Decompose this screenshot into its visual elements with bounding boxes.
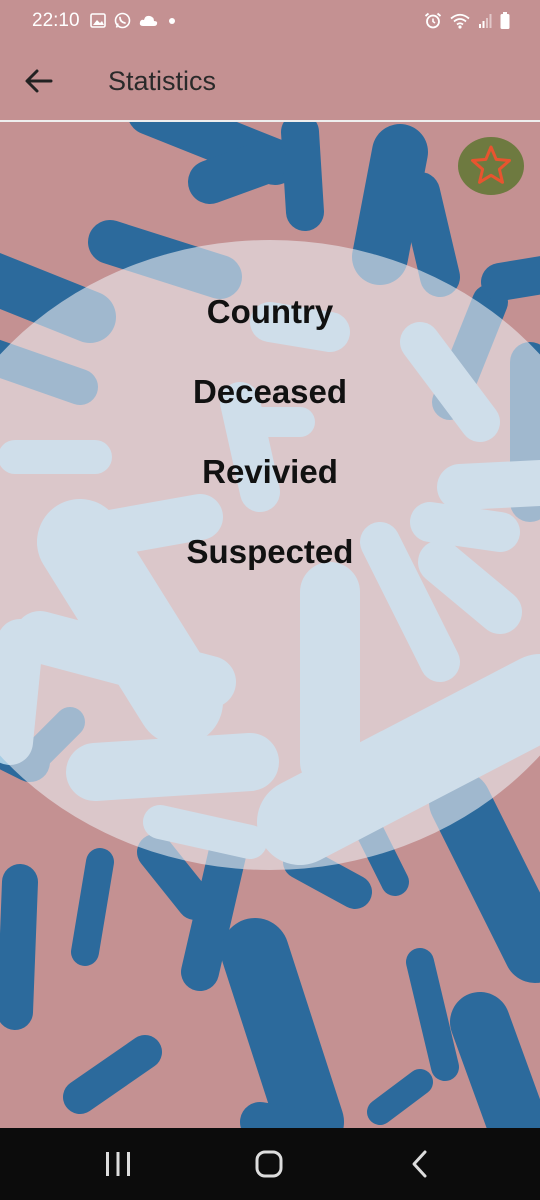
star-icon <box>471 145 511 184</box>
app-bar: Statistics <box>0 40 540 122</box>
back-chevron-icon <box>412 1150 427 1178</box>
whatsapp-icon <box>114 12 131 29</box>
favorite-circle <box>458 137 524 195</box>
revivied-label: Revivied <box>202 453 338 490</box>
dot-icon <box>169 18 175 24</box>
recents-icon <box>106 1152 130 1176</box>
battery-icon <box>500 12 510 29</box>
signal-icon <box>479 14 492 28</box>
home-icon <box>255 1150 283 1178</box>
stats-panel <box>0 240 540 870</box>
content-area: Country Deceased Revivied Suspected <box>0 122 540 1128</box>
back-button[interactable] <box>22 64 56 98</box>
status-left-icons <box>90 12 178 29</box>
status-time: 22:10 <box>32 10 80 31</box>
country-label: Country <box>206 293 334 330</box>
recents-button[interactable] <box>104 1148 132 1180</box>
system-nav-bar <box>0 1128 540 1200</box>
arrow-left-icon <box>25 69 53 93</box>
wifi-icon <box>450 13 470 29</box>
gallery-icon <box>90 13 106 28</box>
nav-back-button[interactable] <box>408 1148 432 1180</box>
status-right-icons <box>424 12 510 29</box>
favorite-button[interactable] <box>458 136 524 196</box>
alarm-icon <box>424 12 442 29</box>
deceased-label: Deceased <box>192 373 348 410</box>
home-button[interactable] <box>254 1148 284 1180</box>
suspected-label: Suspected <box>186 533 354 570</box>
status-bar: 22:10 <box>0 0 540 40</box>
page-title: Statistics <box>108 66 217 96</box>
cloud-icon <box>139 15 158 26</box>
